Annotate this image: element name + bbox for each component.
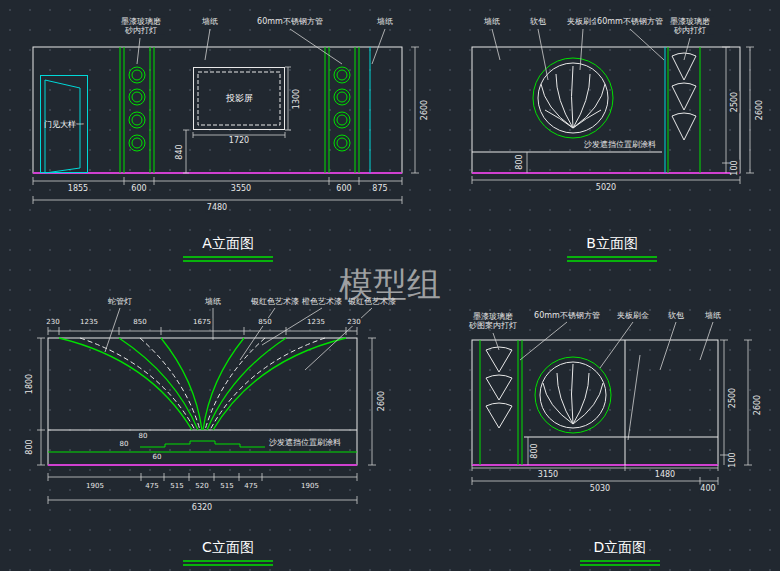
annotation-label: 1905 (300, 482, 320, 490)
annotation-label: 墨漆玻璃磨 砂图案内打灯 (467, 312, 519, 330)
annotation-label: 800 (25, 438, 34, 455)
annotation-label: 2600 (377, 390, 386, 412)
annotation-label: 100 (730, 159, 739, 176)
annotation-label: 475 (144, 482, 159, 490)
annotation-label: 1675 (192, 318, 212, 326)
annotation-label: 墙纸 (483, 17, 501, 26)
annotation-label: 600 (130, 184, 147, 193)
annotation-label: 3550 (230, 184, 252, 193)
annotation-label: 软包 (529, 17, 547, 26)
annotation-label: 230 (45, 318, 60, 326)
annotation-label: 60mm不锈钢方管 (533, 311, 601, 320)
annotation-label: 沙发遮挡位置刷涂料 (583, 140, 657, 149)
annotation-label: 520 (194, 482, 209, 490)
annotation-label: 60 (152, 453, 163, 461)
annotation-label: 夹板刷金 (616, 311, 650, 320)
annotation-label: 1905 (85, 482, 105, 490)
annotation-label: 400 (699, 484, 716, 493)
node-text: 投影屏 (226, 92, 253, 105)
door-outline: 门见大样一 (40, 75, 88, 173)
annotation-label: 100 (728, 451, 737, 468)
annotation-label: 5030 (589, 484, 611, 493)
annotation-label: 80 (138, 432, 149, 440)
annotation-label: 沙发遮挡位置刷涂料 (268, 438, 342, 447)
annotation-label: 3150 (537, 470, 559, 479)
annotation-label: 墙纸 (376, 17, 394, 26)
annotation-label: 墙纸 (704, 311, 722, 320)
view-title: A立面图 (202, 235, 254, 251)
annotation-label: 515 (169, 482, 184, 490)
annotation-label: 80 (119, 440, 130, 448)
annotation-label: 夹板刷金 (566, 17, 600, 26)
annotation-label: 1800 (25, 373, 34, 395)
annotation-label: 840 (175, 143, 184, 160)
annotation-label: 墨漆玻璃磨 砂内打灯 (666, 17, 714, 35)
annotation-label: 1235 (306, 318, 326, 326)
annotation-label: 515 (219, 482, 234, 490)
watermark: 模型组 (339, 265, 441, 304)
b-elevation (472, 29, 754, 261)
c-elevation (37, 308, 376, 565)
annotation-label: 850 (257, 318, 272, 326)
annotation-label: 2500 (728, 387, 737, 409)
a-elevation (33, 29, 419, 261)
view-title: C立面图 (202, 539, 254, 555)
annotation-label: 60mm不锈钢方管 (256, 17, 324, 26)
annotation-label: 475 (243, 482, 258, 490)
annotation-label: 软包 (667, 311, 685, 320)
annotation-label: 1720 (228, 136, 250, 145)
annotation-label: 1480 (654, 470, 676, 479)
annotation-label: 600 (335, 184, 352, 193)
annotation-label: 6320 (191, 503, 213, 512)
annotation-label: 2500 (730, 91, 739, 113)
annotation-label: 2600 (420, 99, 429, 121)
annotation-label: 橙色艺术漆 (301, 297, 343, 306)
annotation-label: 7480 (206, 203, 228, 212)
annotation-label: 1855 (67, 184, 89, 193)
projection-screen: 投影屏 (193, 67, 285, 130)
annotation-label: 800 (515, 153, 524, 170)
annotation-label: 5020 (595, 183, 617, 192)
node-text: 门见大样一 (44, 119, 84, 130)
annotation-label: 墨漆玻璃磨 砂内打灯 (117, 17, 165, 35)
annotation-label: 1235 (79, 318, 99, 326)
view-title: D立面图 (594, 539, 647, 555)
d-elevation (472, 322, 752, 565)
view-title: B立面图 (586, 235, 638, 251)
annotation-label: 230 (346, 318, 361, 326)
annotation-label: 800 (530, 442, 539, 459)
annotation-label: 墙纸 (201, 17, 219, 26)
annotation-label: 蛇管灯 (107, 297, 133, 306)
annotation-label: 墙纸 (204, 297, 222, 306)
annotation-label: 875 (371, 184, 388, 193)
annotation-label: 2600 (753, 394, 762, 416)
annotation-label: 银红色艺术漆 (250, 297, 300, 306)
annotation-label: 1300 (292, 88, 301, 110)
annotation-label: 2600 (755, 99, 764, 121)
annotation-label: 850 (132, 318, 147, 326)
annotation-label: 60mm不锈钢方管 (596, 17, 664, 26)
